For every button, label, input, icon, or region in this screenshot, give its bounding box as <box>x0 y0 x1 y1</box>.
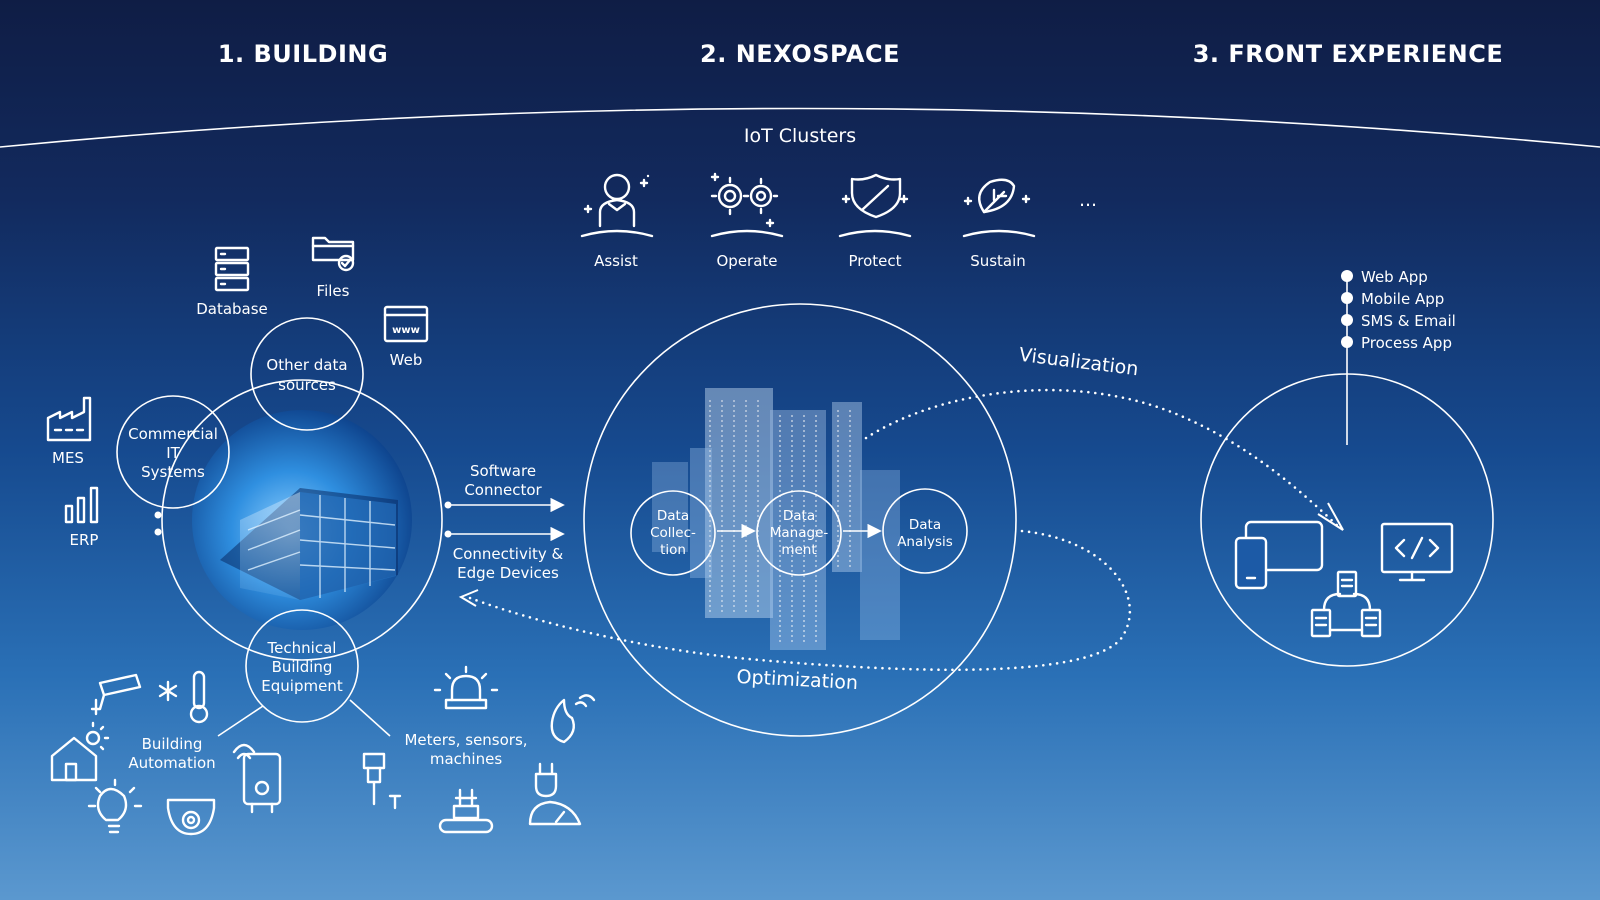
files-icon <box>311 236 355 272</box>
commercial-line-2: IT <box>166 444 180 462</box>
data-management-line-2: Manage- <box>770 525 829 541</box>
node-data-analysis <box>882 488 968 574</box>
data-management-line-3: ment <box>781 542 816 558</box>
meters-line-1: Meters, sensors, <box>404 731 527 749</box>
app-bullet-4 <box>1341 336 1353 348</box>
cluster-label-sustain: Sustain <box>970 252 1026 270</box>
city-graphic <box>652 388 900 650</box>
app-bullet-2 <box>1341 292 1353 304</box>
node-data-collection <box>630 490 716 576</box>
heading-front-experience: 3. FRONT EXPERIENCE <box>1193 40 1504 68</box>
cluster-label-protect: Protect <box>848 252 901 270</box>
data-analysis-line-1: Data <box>909 517 941 533</box>
node-data-management <box>756 490 842 576</box>
svg-text:www: www <box>392 325 420 336</box>
edge-devices-start <box>444 530 452 538</box>
light-bulb-icon <box>87 778 143 834</box>
tablet-phone-icon <box>1234 520 1324 590</box>
bar-chart-icon <box>64 486 99 524</box>
software-connector-start <box>444 501 452 509</box>
data-management-line-1: Data <box>783 508 815 524</box>
data-collection-line-3: tion <box>660 542 686 558</box>
building-ring <box>161 379 443 661</box>
optimization-path <box>468 529 1132 672</box>
app-bullet-1 <box>1341 270 1353 282</box>
app-process: Process App <box>1361 334 1452 352</box>
camera-icon <box>90 673 142 716</box>
other-data-line-1: Other data <box>266 356 347 374</box>
optimization-arrowhead <box>458 589 479 607</box>
software-connector-line-2: Connector <box>464 481 542 499</box>
label-mes: MES <box>52 449 84 467</box>
conveyor-icon <box>438 788 494 834</box>
protect-icon <box>838 173 912 238</box>
factory-icon <box>46 396 92 442</box>
cluster-label-operate: Operate <box>716 252 777 270</box>
network-devices-icon <box>1310 570 1382 638</box>
visualization-label: Visualization <box>1018 344 1140 380</box>
visualization-path <box>864 388 1342 530</box>
flame-icon <box>550 694 596 744</box>
other-data-line-2: sources <box>278 376 336 394</box>
building-graphic <box>220 488 398 600</box>
commercial-line-1: Commercial <box>128 425 218 443</box>
dome-camera-icon <box>166 798 216 836</box>
label-database: Database <box>196 300 268 318</box>
automation-line-2: Automation <box>128 754 215 772</box>
technical-line-3: Equipment <box>261 677 343 695</box>
smart-home-icon <box>50 721 110 782</box>
label-web: Web <box>390 351 423 369</box>
tech-line-left <box>217 705 264 737</box>
web-icon: www <box>383 305 429 343</box>
data-collection-line-2: Collec- <box>650 525 696 541</box>
app-sms-email: SMS & Email <box>1361 312 1456 330</box>
node-technical-equipment <box>245 609 359 723</box>
app-web: Web App <box>1361 268 1428 286</box>
edge-devices-line-2: Edge Devices <box>457 564 559 582</box>
heading-nexospace: 2. NEXOSPACE <box>700 40 900 68</box>
thermometer-snowflake-icon <box>158 670 209 724</box>
node-other-data-sources <box>250 317 364 431</box>
automation-line-1: Building <box>142 735 203 753</box>
label-erp: ERP <box>70 531 99 549</box>
arc-divider <box>0 107 1600 148</box>
heading-building: 1. BUILDING <box>218 40 388 68</box>
operate-icon <box>710 172 784 238</box>
meters-line-2: machines <box>430 750 502 768</box>
ring-dot-1 <box>154 511 162 519</box>
visualization-arrowhead <box>1317 502 1344 531</box>
iot-clusters-title: IoT Clusters <box>744 125 856 147</box>
sustain-icon <box>962 178 1036 238</box>
cluster-label-assist: Assist <box>594 252 638 270</box>
app-mobile: Mobile App <box>1361 290 1444 308</box>
node-commercial-it <box>116 395 230 509</box>
assist-icon <box>580 173 654 238</box>
alarm-icon <box>433 665 499 710</box>
ring-dot-2 <box>154 528 162 536</box>
technical-line-1: Technical <box>267 639 337 657</box>
optimization-label: Optimization <box>736 666 859 694</box>
label-files: Files <box>317 282 350 300</box>
nexospace-ring <box>583 303 1017 737</box>
plug-meter-icon <box>528 762 582 826</box>
commercial-line-3: Systems <box>141 463 205 481</box>
temperature-sensor-icon <box>362 752 402 810</box>
app-bullet-3 <box>1341 314 1353 326</box>
edge-devices-line-1: Connectivity & <box>453 545 564 563</box>
data-analysis-line-2: Analysis <box>897 534 953 550</box>
cluster-more: ... <box>1079 189 1097 211</box>
tech-line-right <box>349 699 391 737</box>
data-collection-line-1: Data <box>657 508 689 524</box>
database-icon <box>214 246 250 292</box>
technical-line-2: Building <box>272 658 333 676</box>
code-monitor-icon <box>1380 522 1454 582</box>
water-heater-icon <box>232 743 282 814</box>
software-connector-line-1: Software <box>470 462 536 480</box>
